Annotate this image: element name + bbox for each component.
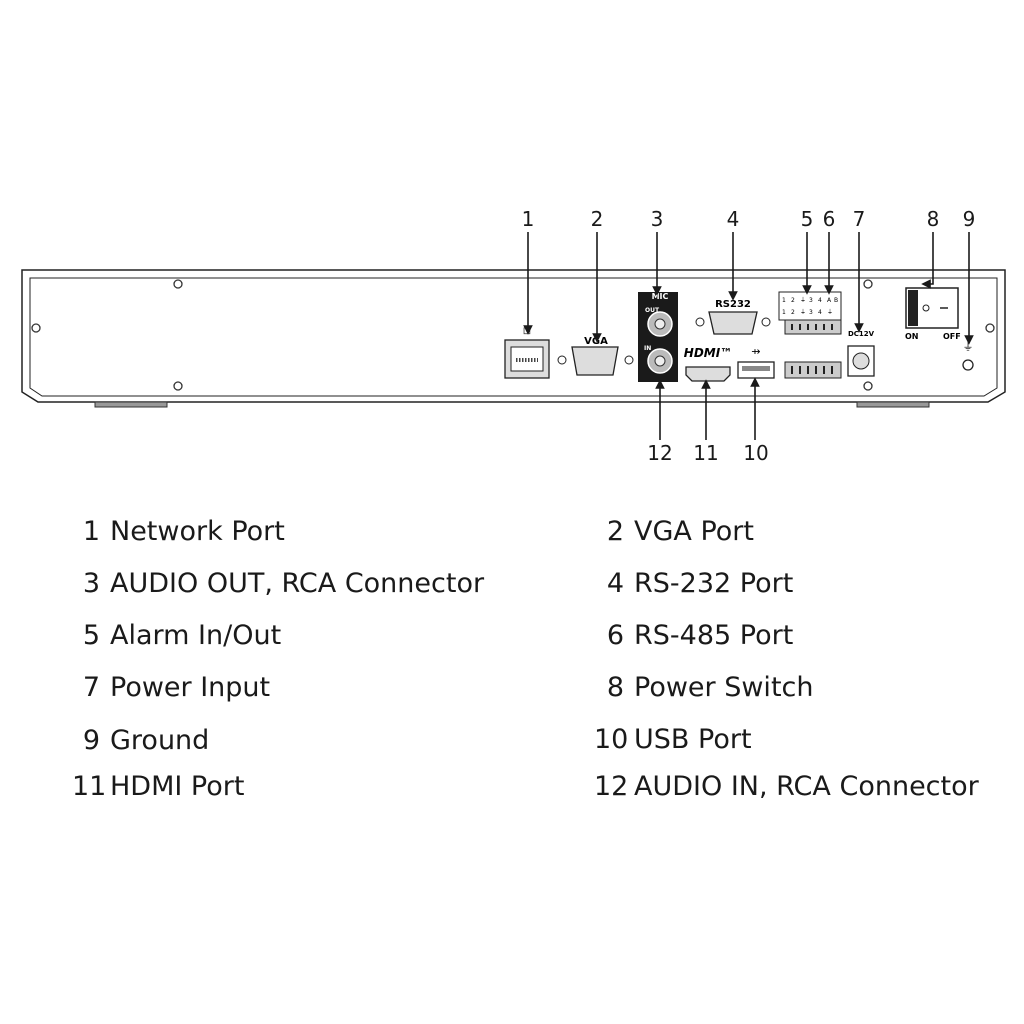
- rs232-port: RS232: [695, 299, 771, 335]
- rs232-label: RS232: [715, 299, 751, 310]
- ground-terminal: ⏚: [962, 340, 974, 371]
- legend-number: 5: [82, 620, 100, 651]
- out-label: OUT: [645, 307, 660, 314]
- callout-5: 5: [801, 207, 814, 231]
- usb-icon: ⇸: [751, 345, 760, 358]
- legend-item: 2 VGA Port: [594, 516, 754, 548]
- legend-label: Power Input: [110, 672, 271, 703]
- legend-item: 5 Alarm In/Out: [72, 620, 281, 652]
- dc12v-label: DC12V: [848, 330, 875, 338]
- legend-item: 7 Power Input: [72, 672, 270, 704]
- legend-label: RS-485 Port: [634, 620, 794, 651]
- power-input: DC12V: [847, 330, 875, 377]
- legend-item: 1 Network Port: [72, 516, 285, 548]
- callout-arrows: [523, 232, 974, 440]
- legend-number: 4: [606, 568, 624, 599]
- callout-6: 6: [823, 207, 836, 231]
- legend-label: Ground: [110, 725, 210, 756]
- svg-text:4: 4: [818, 297, 822, 304]
- callout-1: 1: [522, 207, 535, 231]
- power-switch: ON OFF: [905, 287, 961, 341]
- usb-port: ⇸: [737, 345, 775, 379]
- in-label: IN: [644, 345, 651, 352]
- legend-label: USB Port: [634, 724, 752, 755]
- callout-2: 2: [591, 207, 604, 231]
- network-port: ⊡: [504, 326, 550, 379]
- legend-item: 3 AUDIO OUT, RCA Connector: [72, 568, 484, 600]
- svg-text:1: 1: [782, 309, 786, 316]
- hdmi-label: HDMI™: [684, 346, 732, 360]
- svg-text:A: A: [827, 297, 832, 304]
- svg-text:4: 4: [818, 309, 822, 316]
- ground-icon: ⏚: [963, 340, 974, 353]
- legend-number: 2: [606, 516, 624, 547]
- vga-port: VGA: [557, 336, 634, 376]
- legend-number: 11: [72, 771, 107, 802]
- legend-number: 12: [594, 771, 629, 802]
- legend-label: Power Switch: [634, 672, 814, 703]
- svg-text:3: 3: [809, 297, 813, 304]
- audio-block: MIC OUT IN: [638, 292, 678, 382]
- svg-text:1: 1: [782, 297, 786, 304]
- legend-number: 3: [82, 568, 100, 599]
- callout-9: 9: [963, 207, 976, 231]
- vga-label: VGA: [584, 336, 608, 347]
- svg-text:2: 2: [791, 297, 795, 304]
- svg-text:B: B: [834, 297, 838, 304]
- legend-number: 1: [82, 516, 100, 547]
- legend-label: RS-232 Port: [634, 568, 794, 599]
- callout-7: 7: [853, 207, 866, 231]
- legend-number: 6: [606, 620, 624, 651]
- callout-10: 10: [743, 441, 768, 465]
- legend-label: Network Port: [110, 516, 285, 547]
- callout-12: 12: [647, 441, 672, 465]
- callout-11: 11: [693, 441, 718, 465]
- on-label: ON: [905, 332, 919, 341]
- svg-text:3: 3: [809, 309, 813, 316]
- svg-text:⊡: ⊡: [523, 326, 531, 337]
- mic-label: MIC: [652, 292, 669, 301]
- legend-label: HDMI Port: [110, 771, 245, 802]
- legend-label: AUDIO IN, RCA Connector: [634, 771, 979, 802]
- legend-label: AUDIO OUT, RCA Connector: [110, 568, 485, 599]
- legend-number: 10: [594, 724, 629, 755]
- legend-item: 8 Power Switch: [594, 672, 814, 704]
- legend-item: 6 RS-485 Port: [594, 620, 793, 652]
- callout-numbers: 1 2 3 4 5 6 7 8 9 10 11 12: [522, 207, 976, 465]
- screw-holes: [31, 279, 995, 391]
- chassis: [21, 269, 1006, 408]
- svg-text:2: 2: [791, 309, 795, 316]
- svg-text:⏚: ⏚: [800, 309, 806, 316]
- legend-item: 9 Ground: [72, 725, 210, 757]
- legend-number: 7: [82, 672, 100, 703]
- callout-8: 8: [927, 207, 940, 231]
- off-label: OFF: [943, 332, 961, 341]
- legend-number: 9: [82, 725, 100, 756]
- legend-number: 8: [606, 672, 624, 703]
- legend-label: Alarm In/Out: [110, 620, 282, 651]
- legend-label: VGA Port: [634, 516, 754, 547]
- callout-3: 3: [651, 207, 664, 231]
- callout-4: 4: [727, 207, 740, 231]
- hdmi-port: HDMI™: [684, 346, 732, 382]
- svg-text:⏚: ⏚: [800, 297, 806, 304]
- legend-item: 4 RS-232 Port: [594, 568, 793, 600]
- svg-text:⏚: ⏚: [827, 309, 833, 316]
